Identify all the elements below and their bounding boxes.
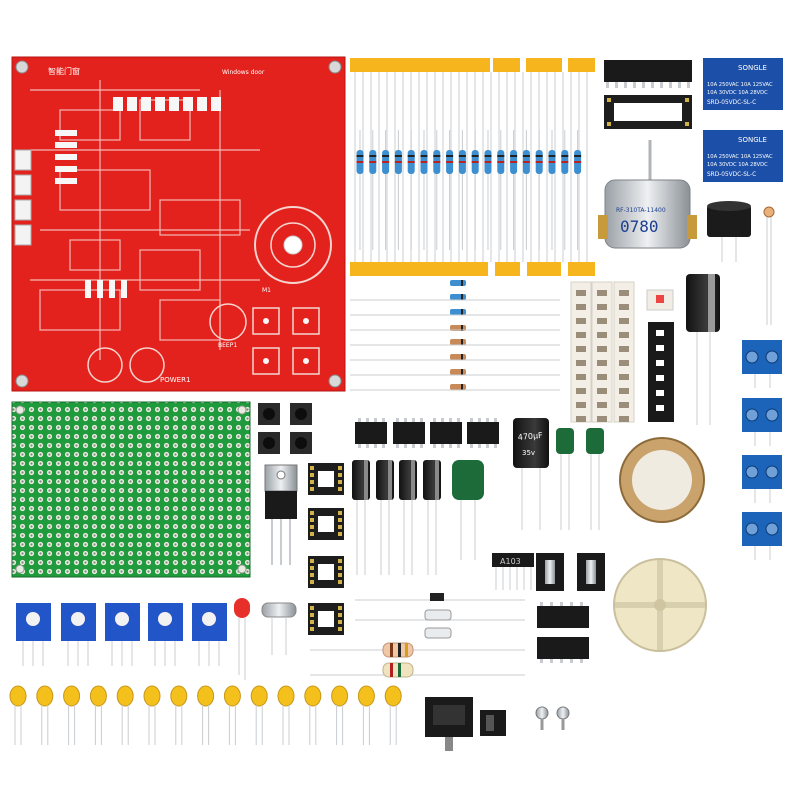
voltage-regulator-to220	[264, 464, 298, 565]
buzzer	[707, 201, 751, 262]
ic-dip8	[393, 422, 425, 444]
ceramic-capacitor	[170, 685, 188, 707]
relay-bottom: SONGLE 10A 250VAC 10A 125VAC 10A 30VDC 1…	[703, 130, 783, 182]
small-resistors-diodes	[450, 280, 466, 390]
electrolytic-capacitor-470uf: 470μF 35v	[513, 418, 549, 530]
relay-bottom-spec1: 10A 250VAC 10A 125VAC	[707, 154, 773, 160]
electrolytic-capacitors-small	[352, 460, 441, 575]
transistor-tape	[648, 322, 674, 422]
ic-socket-dip28	[604, 95, 692, 129]
ceramic-capacitor	[331, 685, 349, 707]
small-resistor	[450, 309, 466, 315]
ceramic-capacitor	[36, 685, 54, 707]
pcb-subtitle: Windows door	[222, 69, 265, 76]
soic-chips	[537, 602, 589, 663]
ceramic-capacitor	[223, 685, 241, 707]
ic-dip8	[467, 422, 499, 444]
piezo-disc	[619, 437, 705, 523]
component-leads	[310, 299, 560, 676]
ic-chip-dip28	[604, 60, 692, 88]
ceramic-capacitor	[277, 685, 295, 707]
ceramic-capacitors	[9, 685, 402, 745]
crystal-oscillator	[261, 602, 297, 655]
dc-motor: RF-310TA-11400 0780	[598, 140, 697, 249]
pin-header-mid-row	[350, 262, 595, 276]
ceramic-capacitor	[304, 685, 322, 707]
relay-bottom-model: SRD-05VDC-SL-C	[707, 172, 756, 178]
pcb-beep-label: BEEP1	[218, 342, 237, 349]
ic-dip8	[355, 422, 387, 444]
resistor-network-label: A103	[500, 557, 521, 566]
dc-power-jack	[425, 697, 473, 751]
diode	[450, 369, 466, 375]
diode	[450, 384, 466, 390]
pcb-motor-label: M1	[262, 287, 271, 294]
small-resistor	[450, 280, 466, 286]
cap-470-value: 470μF	[517, 431, 543, 442]
red-pcb: 智能门窗 Windows door POWER1 BEEP1 M1	[11, 56, 346, 392]
ceramic-capacitor	[143, 685, 161, 707]
diode	[450, 354, 466, 360]
resistor-row	[356, 130, 582, 250]
film-capacitor-large	[452, 460, 484, 560]
ceramic-capacitor	[9, 685, 27, 707]
relay-top-model: SRD-05VDC-SL-C	[707, 100, 756, 106]
resistor-network: A103	[492, 553, 534, 590]
electrolytic-capacitor-large	[686, 274, 720, 425]
relay-bottom-brand: SONGLE	[738, 136, 767, 144]
ceramic-capacitor	[89, 685, 107, 707]
motor-code: 0780	[620, 217, 659, 236]
screws	[535, 706, 570, 730]
photoresistor	[763, 206, 775, 325]
ceramic-capacitor	[197, 685, 215, 707]
ic-sockets-dip8	[308, 463, 344, 635]
small-resistor	[450, 294, 466, 300]
ic-dip8-row	[355, 418, 499, 448]
ic-dip8	[430, 422, 462, 444]
ceramic-capacitor	[116, 685, 134, 707]
ceramic-capacitor	[357, 685, 375, 707]
trimmer-potentiometers	[16, 603, 227, 666]
power-resistor	[382, 642, 414, 678]
cap-470-voltage: 35v	[522, 449, 535, 457]
motor-model: RF-310TA-11400	[616, 207, 666, 214]
fuses-and-diode	[424, 593, 452, 639]
pcb-title: 智能门窗	[48, 66, 80, 76]
slide-switch	[480, 710, 506, 736]
tact-buttons	[258, 403, 312, 454]
pcb-power-label: POWER1	[160, 376, 190, 384]
relay-top-brand: SONGLE	[738, 64, 767, 72]
red-led	[234, 598, 250, 680]
green-perfboard	[11, 401, 251, 578]
relay-top-spec1: 10A 250VAC 10A 125VAC	[707, 82, 773, 88]
motor-wheel	[613, 558, 707, 652]
diode	[450, 339, 466, 345]
smd-small-part	[646, 289, 674, 311]
screw-terminals	[742, 340, 782, 560]
ceramic-capacitor	[63, 685, 81, 707]
film-capacitors-small	[556, 428, 604, 530]
relay-top: SONGLE 10A 250VAC 10A 125VAC 10A 30VDC 1…	[703, 58, 783, 110]
smd-transistor-tapes	[536, 553, 605, 591]
relay-top-spec2: 10A 30VDC 10A 28VDC	[707, 90, 768, 96]
relay-bottom-spec2: 10A 30VDC 10A 28VDC	[707, 162, 768, 168]
ceramic-capacitor	[250, 685, 268, 707]
smd-tape-strips	[570, 281, 635, 423]
ceramic-capacitor	[384, 685, 402, 707]
